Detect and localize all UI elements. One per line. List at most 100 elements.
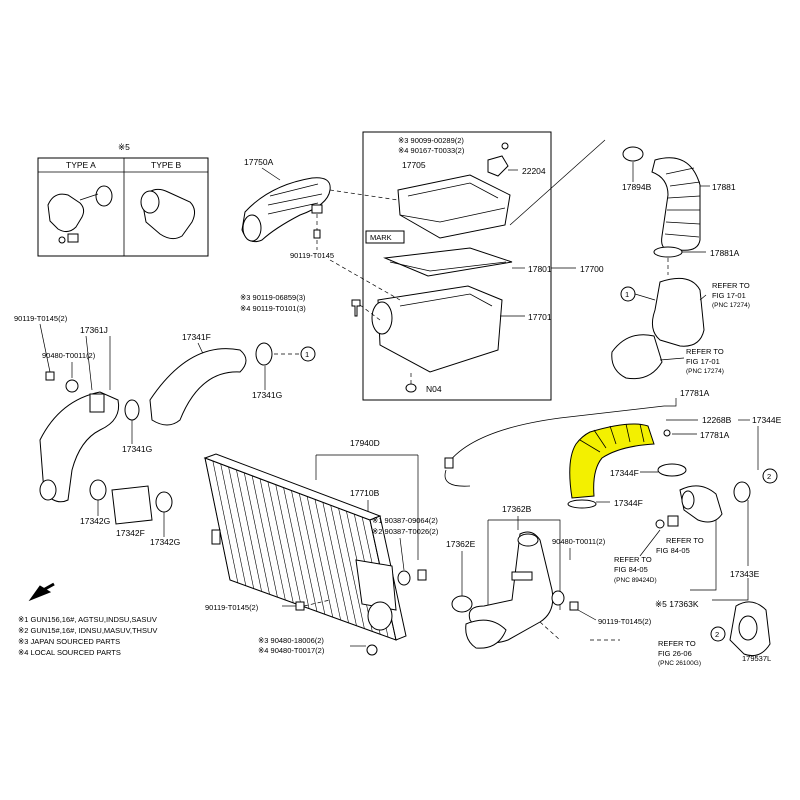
label-90167-t0033: ※4 90167-T0033(2) bbox=[398, 146, 465, 155]
dash-bolt-2b bbox=[303, 599, 331, 607]
label-90119-t0101: ※4 90119-T0101(3) bbox=[240, 304, 306, 313]
bolt-90119-t0145-2c bbox=[569, 601, 579, 611]
intake-duct-ribs bbox=[267, 183, 323, 215]
refer-26-06-line2: FIG 26-06 bbox=[658, 649, 692, 658]
refer-17-01-b: REFER TO FIG 17-01 (PNC 17274) bbox=[686, 347, 724, 375]
clamp-17343e bbox=[733, 481, 751, 503]
lead-90387 bbox=[399, 537, 405, 571]
label-90099-00289: ※3 90099-00289(2) bbox=[398, 136, 464, 145]
label-17701: 17701 bbox=[528, 312, 552, 322]
cap-rim bbox=[399, 207, 506, 223]
highlighted-hose-ribs bbox=[579, 423, 645, 453]
refer-17-01-a-line1: REFER TO bbox=[712, 281, 750, 290]
note-4: ※4 LOCAL SOURCED PARTS bbox=[18, 648, 121, 657]
intake-duct-mouth bbox=[242, 214, 262, 242]
pipe-bracket bbox=[89, 393, 105, 413]
refer-84-05-a-line2: FIG 84-05 bbox=[656, 546, 690, 555]
type-b-label: TYPE B bbox=[151, 160, 182, 170]
label-17881a: 17881A bbox=[710, 248, 740, 258]
label-17781a-bottom: 17781A bbox=[700, 430, 730, 440]
type-a-clamp bbox=[95, 185, 113, 207]
dash-lower-pipe bbox=[539, 621, 620, 641]
refer-84-05-a: REFER TO FIG 84-05 bbox=[656, 536, 704, 555]
type-b-port bbox=[140, 190, 160, 214]
intercooler-fin bbox=[251, 475, 278, 598]
filter-element bbox=[383, 247, 513, 277]
intercooler-fin bbox=[298, 493, 326, 615]
lead-17781a-top bbox=[664, 398, 677, 407]
lead-refer-b bbox=[659, 357, 685, 361]
label-17362b: 17362B bbox=[502, 504, 532, 514]
intercooler-fin bbox=[212, 460, 239, 583]
duct-bolt bbox=[313, 229, 321, 239]
lead-circle-1-upper bbox=[634, 293, 656, 301]
intercooler-mount bbox=[211, 529, 221, 545]
clamp-17342g-left bbox=[89, 479, 107, 501]
sensor-plug bbox=[655, 519, 665, 529]
refer-84-05-b-line2: FIG 84-05 bbox=[614, 565, 648, 574]
refer-26-06-line3: (PNC 26100G) bbox=[658, 660, 701, 667]
label-17342f: 17342F bbox=[116, 528, 145, 538]
label-17940d: 17940D bbox=[350, 438, 380, 448]
bolt-17361j bbox=[45, 371, 55, 381]
cushion-90387 bbox=[397, 570, 411, 586]
circle-2-right-text: 2 bbox=[767, 472, 771, 481]
refer-84-05-b-line1: REFER TO bbox=[614, 555, 652, 564]
case-outlet bbox=[371, 301, 393, 335]
lead-17363k-right bbox=[712, 578, 749, 601]
label-90119-t0145-2b: 90119-T0145(2) bbox=[205, 603, 259, 612]
bolt-icon bbox=[351, 299, 361, 317]
clamp-17894b bbox=[622, 146, 644, 162]
label-90480-18006: ※3 90480-18006(2) bbox=[258, 636, 324, 645]
clamp-17362e bbox=[451, 595, 473, 613]
cap-ridge bbox=[407, 182, 499, 199]
pipe-17362b-bracket bbox=[511, 571, 533, 581]
type-a-nut bbox=[67, 233, 79, 243]
label-n04: N04 bbox=[426, 384, 442, 394]
lead-refer-a bbox=[699, 294, 707, 301]
refer-17-01-a-line2: FIG 17-01 bbox=[712, 291, 746, 300]
note-1: ※1 GUN156,16#, AGTSU,INDSU,SASUV bbox=[18, 615, 157, 624]
intercooler-fin bbox=[275, 484, 302, 606]
hose-17341f bbox=[149, 348, 247, 426]
intercooler-fin bbox=[204, 457, 231, 581]
label-mark: MARK bbox=[370, 233, 392, 242]
intercooler-fin bbox=[236, 469, 262, 592]
dash-duct-cap bbox=[329, 189, 399, 201]
air-cleaner-case bbox=[377, 285, 503, 373]
pipe-17362b bbox=[468, 531, 554, 643]
pipe-17361j bbox=[39, 391, 120, 503]
type-inset: ※5 TYPE A TYPE B bbox=[37, 142, 209, 257]
intercooler-fin bbox=[267, 481, 294, 603]
grommet-90480 bbox=[366, 644, 378, 656]
clamp-17342g-right bbox=[155, 491, 173, 513]
air-cleaner-cap bbox=[397, 174, 511, 239]
inset-box bbox=[37, 157, 209, 257]
label-17341g-top: 17341G bbox=[252, 390, 282, 400]
hose-17362e bbox=[465, 619, 507, 649]
label-90119-t0145-2c: 90119-T0145(2) bbox=[598, 617, 652, 626]
sensor-screw bbox=[501, 142, 509, 150]
refer-17-01-a-line3: (PNC 17274) bbox=[712, 302, 750, 309]
note-2: ※2 GUN15#,16#, IDNSU,MASUV,THSUV bbox=[18, 626, 157, 635]
label-17705: 17705 bbox=[402, 160, 426, 170]
label-17343e: 17343E bbox=[730, 569, 760, 579]
figure-ref: 179537L bbox=[742, 654, 771, 663]
intercooler-fin bbox=[259, 478, 286, 601]
refer-26-06: REFER TO FIG 26-06 (PNC 26100G) bbox=[658, 639, 701, 667]
turbo-housing bbox=[611, 334, 663, 380]
type-a-bolt bbox=[58, 236, 66, 244]
refer-84-05-a-line1: REFER TO bbox=[666, 536, 704, 545]
type-a-label: TYPE A bbox=[66, 160, 96, 170]
refer-17-01-b-line3: (PNC 17274) bbox=[686, 368, 724, 375]
intercooler-fin bbox=[291, 490, 318, 612]
label-17710b: 17710B bbox=[350, 488, 380, 498]
label-90387-t0026: ※2 90387-T0026(2) bbox=[372, 527, 439, 536]
intercooler-fin bbox=[322, 502, 349, 623]
refer-17-01-b-line1: REFER TO bbox=[686, 347, 724, 356]
label-17750a: 17750A bbox=[244, 157, 274, 167]
union-17363k-port bbox=[681, 490, 695, 510]
highlighted-hose[interactable] bbox=[569, 423, 655, 499]
intercooler-fin bbox=[314, 499, 341, 621]
clip-17781a bbox=[663, 429, 671, 437]
